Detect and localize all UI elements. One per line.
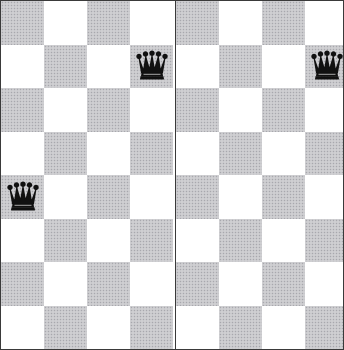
board-square	[262, 1, 305, 45]
board-square	[176, 175, 219, 219]
board-square	[219, 88, 262, 132]
board-square	[1, 1, 44, 45]
board-square	[219, 1, 262, 45]
board-square	[305, 132, 344, 176]
board-square	[44, 262, 87, 306]
board-square	[262, 175, 305, 219]
board-square	[305, 306, 344, 350]
board-square	[305, 88, 344, 132]
board-square	[44, 45, 87, 89]
board-square	[219, 132, 262, 176]
board-square	[87, 175, 130, 219]
board-square	[44, 219, 87, 263]
board-square	[87, 306, 130, 350]
board-square	[262, 88, 305, 132]
board-square	[262, 219, 305, 263]
board-square	[130, 219, 173, 263]
board-square	[87, 132, 130, 176]
board-square	[130, 262, 173, 306]
board-square	[1, 219, 44, 263]
board-square	[44, 132, 87, 176]
board-square	[1, 175, 44, 219]
board-square	[262, 45, 305, 89]
board-square	[1, 132, 44, 176]
board-square	[130, 306, 173, 350]
board-square	[1, 262, 44, 306]
right-board	[176, 0, 344, 350]
board-square	[219, 175, 262, 219]
board-square	[130, 45, 173, 89]
board-square	[44, 88, 87, 132]
board-square	[219, 45, 262, 89]
board-square	[87, 262, 130, 306]
board-square	[130, 1, 173, 45]
board-square	[262, 132, 305, 176]
board-square	[262, 262, 305, 306]
board-square	[305, 262, 344, 306]
board-square	[87, 88, 130, 132]
board-square	[1, 88, 44, 132]
board-square	[44, 1, 87, 45]
board-square	[44, 306, 87, 350]
board-square	[130, 88, 173, 132]
board-square	[87, 1, 130, 45]
board-square	[305, 175, 344, 219]
board-square	[176, 306, 219, 350]
board-square	[87, 45, 130, 89]
board-square	[176, 1, 219, 45]
board-square	[176, 88, 219, 132]
board-square	[219, 306, 262, 350]
board-square	[176, 132, 219, 176]
board-square	[305, 219, 344, 263]
board-square	[176, 45, 219, 89]
board-square	[176, 262, 219, 306]
board-square	[1, 306, 44, 350]
board-square	[44, 175, 87, 219]
board-square	[305, 45, 344, 89]
board-square	[87, 219, 130, 263]
board-square	[1, 45, 44, 89]
left-board	[0, 0, 176, 350]
board-square	[176, 219, 219, 263]
board-square	[130, 132, 173, 176]
board-square	[262, 306, 305, 350]
board-square	[219, 262, 262, 306]
board-square	[305, 1, 344, 45]
board-square	[219, 219, 262, 263]
board-square	[130, 175, 173, 219]
